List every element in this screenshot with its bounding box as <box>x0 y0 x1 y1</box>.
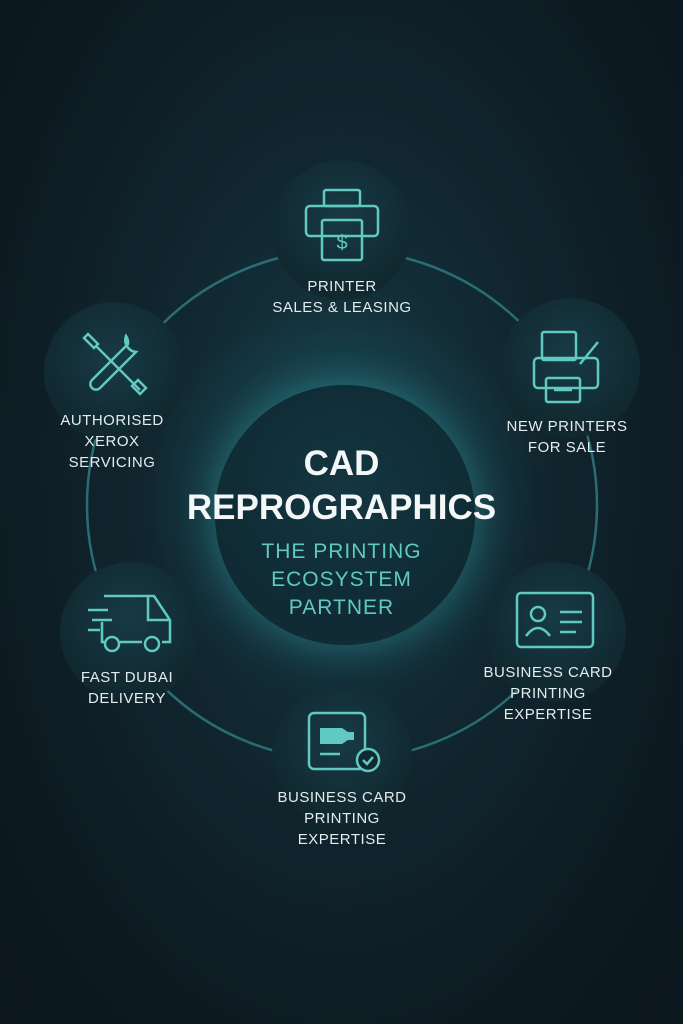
node-label: FAST DUBAI DELIVERY <box>27 667 227 709</box>
label-line: BUSINESS CARD <box>483 664 613 681</box>
svg-text:$: $ <box>336 232 347 254</box>
label-line: BUSINESS CARD <box>277 789 407 806</box>
node-label: NEW PRINTERS FOR SALE <box>467 416 667 458</box>
label-line: PRINTER <box>307 278 377 295</box>
node-xerox-servicing <box>44 302 184 442</box>
card-check-icon <box>307 711 381 773</box>
label-line: NEW PRINTERS <box>506 418 628 435</box>
center-circle <box>215 385 475 645</box>
label-line: EXPERTISE <box>297 831 387 848</box>
label-line: SALES & LEASING <box>272 299 412 316</box>
label-line: FOR SALE <box>527 439 607 456</box>
label-line: XEROX <box>84 433 140 450</box>
node-business-card-bottom <box>272 684 412 824</box>
printer-pen-icon <box>532 330 600 404</box>
title-line2: REPROGRAPHICS <box>186 488 497 527</box>
title-line1: CAD <box>303 444 380 483</box>
node-label: AUTHORISED XEROX SERVICING <box>12 410 212 473</box>
label-line: SERVICING <box>68 454 156 471</box>
node-fast-delivery <box>60 562 200 702</box>
subtitle-line2: ECOSYSTEM <box>271 568 412 591</box>
node-label: BUSINESS CARD PRINTING EXPERTISE <box>242 787 442 850</box>
printer-dollar-icon: $ <box>304 188 380 262</box>
node-new-printers <box>500 298 640 438</box>
subtitle-line3: PARTNER <box>288 596 395 619</box>
label-line: EXPERTISE <box>503 706 593 723</box>
label-line: FAST DUBAI <box>80 669 174 686</box>
node-label: PRINTER SALES & LEASING <box>242 276 442 318</box>
wrench-screwdriver-icon <box>82 332 148 396</box>
label-line: PRINTING <box>304 810 380 827</box>
id-card-icon <box>515 591 595 649</box>
subtitle-line1: THE PRINTING <box>261 540 422 563</box>
node-label: BUSINESS CARD PRINTING EXPERTISE <box>448 662 648 725</box>
delivery-van-icon <box>88 594 172 653</box>
node-business-card-right <box>486 562 626 702</box>
label-line: AUTHORISED <box>60 412 164 429</box>
label-line: PRINTING <box>510 685 586 702</box>
node-printer-sales <box>272 160 412 300</box>
label-line: DELIVERY <box>88 690 166 707</box>
